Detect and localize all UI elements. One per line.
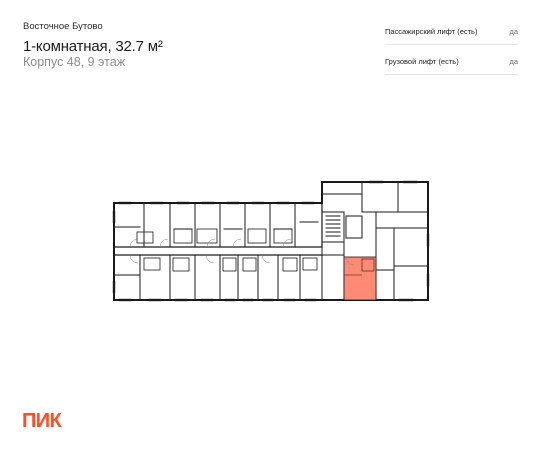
building-floor: Корпус 48, 9 этаж — [23, 55, 126, 69]
highlighted-apartment[interactable] — [343, 256, 377, 301]
window-marks — [112, 180, 430, 302]
upper-unit-walls — [113, 202, 319, 248]
feature-freight-lift: Грузовой лифт (есть) да — [385, 50, 518, 72]
feature-divider — [385, 74, 518, 75]
apartment-title: 1-комнатная, 32.7 м² — [23, 38, 163, 55]
upper-bathrooms — [136, 228, 293, 244]
lower-unit-walls — [113, 254, 323, 301]
feature-label: Пассажирский лифт (есть) — [385, 26, 478, 36]
lower-bathrooms — [143, 257, 318, 272]
door-marks — [129, 238, 355, 266]
features-list: Пассажирский лифт (есть) да Грузовой лиф… — [385, 20, 518, 80]
project-name: Восточное Бутово — [23, 21, 103, 32]
feature-passenger-lift: Пассажирский лифт (есть) да — [385, 20, 518, 42]
feature-value: да — [509, 56, 518, 66]
feature-label: Грузовой лифт (есть) — [385, 56, 459, 66]
right-wing-walls — [321, 181, 429, 301]
stair-core — [321, 211, 363, 256]
floor-plan-outline — [113, 181, 429, 301]
feature-divider — [385, 44, 518, 45]
feature-value: да — [509, 26, 518, 36]
pik-logo: ПИК — [22, 410, 62, 432]
